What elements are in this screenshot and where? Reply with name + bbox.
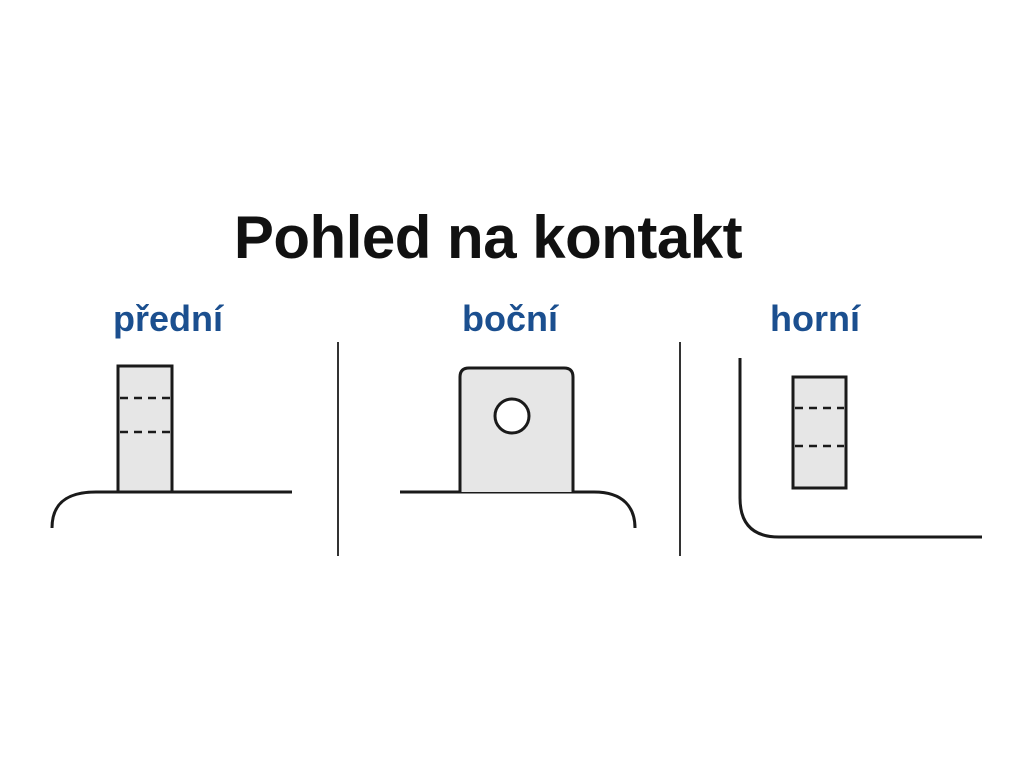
terminal-side-view-icon — [400, 366, 637, 529]
battery-base-outline — [400, 490, 637, 529]
top-view-label: horní — [770, 298, 860, 339]
diagram-title: Pohled na kontakt — [233, 204, 743, 271]
front-view-label: přední — [112, 298, 223, 339]
terminal-bolt-hole — [493, 397, 531, 435]
top-terminal-body — [791, 375, 848, 490]
front-terminal-body — [116, 364, 174, 494]
terminal-top-view-icon — [738, 358, 982, 539]
terminal-front-view-icon — [50, 364, 292, 529]
side-view-label: boční — [462, 298, 558, 339]
battery-base-outline — [50, 490, 292, 529]
battery-corner-outline — [738, 358, 982, 539]
